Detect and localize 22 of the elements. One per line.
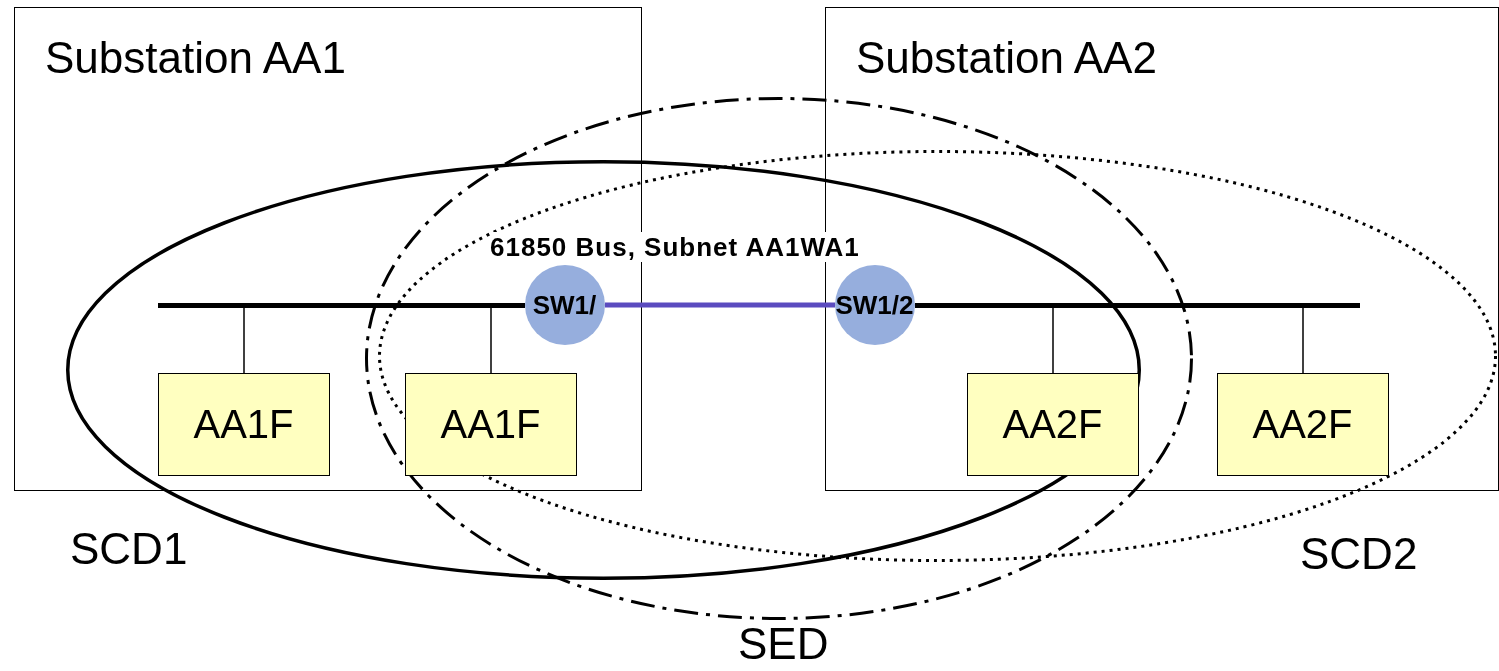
connector-line bbox=[490, 307, 492, 374]
switch-circle: SW1/ bbox=[524, 264, 605, 345]
substation-title: Substation AA2 bbox=[856, 34, 1157, 82]
bus-bar bbox=[157, 302, 505, 308]
substation-box bbox=[14, 7, 642, 491]
device-box: AA1F bbox=[404, 372, 577, 476]
bus-label: 61850 Bus, Subnet AA1WA1 bbox=[490, 232, 860, 262]
scope-label: SCD2 bbox=[1300, 530, 1418, 578]
scope-label: SED bbox=[738, 620, 829, 668]
bus-bar bbox=[936, 302, 1360, 308]
bus-line bbox=[605, 302, 835, 308]
scope-label: SCD1 bbox=[70, 525, 188, 573]
connector-line bbox=[1052, 307, 1054, 374]
bus-line bbox=[505, 303, 525, 308]
switch-circle: SW1/2 bbox=[834, 264, 915, 345]
device-box: AA2F bbox=[966, 372, 1139, 476]
bus-line bbox=[915, 303, 937, 308]
substation-title: Substation AA1 bbox=[45, 34, 346, 82]
connector-line bbox=[1302, 307, 1304, 374]
connector-line bbox=[243, 307, 245, 374]
device-box: AA2F bbox=[1216, 372, 1389, 476]
device-box: AA1F bbox=[157, 372, 330, 476]
